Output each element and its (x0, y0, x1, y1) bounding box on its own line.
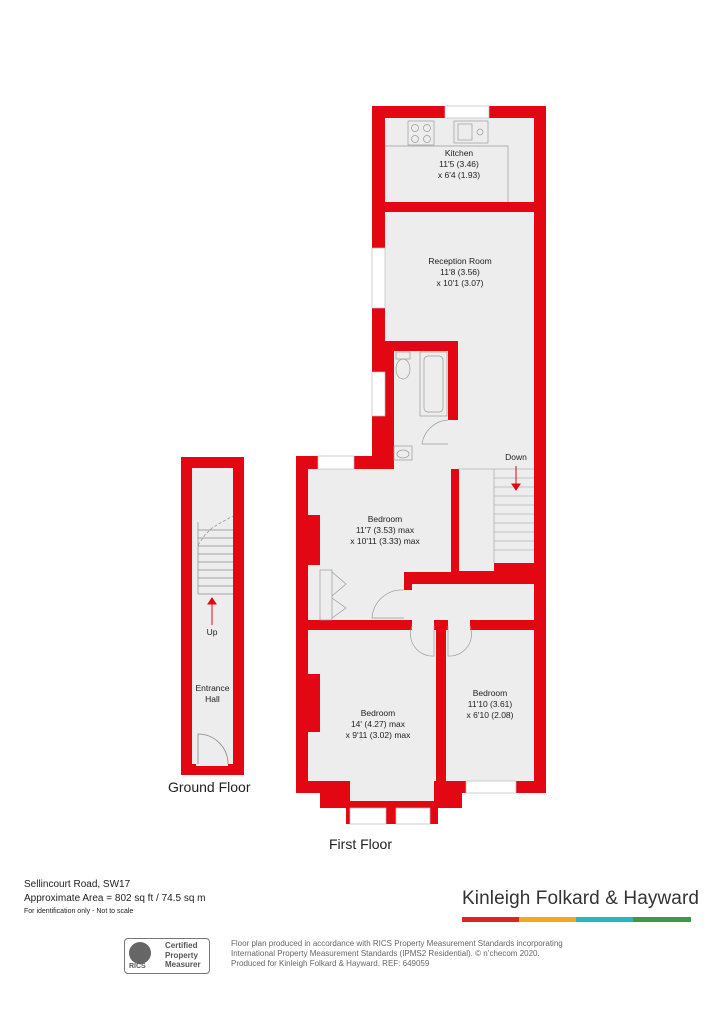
bedroom-3-door-swing (447, 625, 472, 657)
reception-dim1: 11'8 (3.56) (440, 267, 480, 277)
property-address: Sellincourt Road, SW17 (24, 879, 131, 890)
lower-landing-floor (404, 584, 534, 626)
reception-floor (385, 212, 534, 343)
entrance-hall-name2: Hall (205, 694, 220, 704)
kitchen-name: Kitchen (444, 148, 474, 158)
bedroom-2-door-swing (410, 625, 435, 657)
bedroom-2-dim1: 14' (4.27) max (350, 719, 406, 729)
stair-landing-wall (494, 563, 534, 572)
brand-bar-orange (519, 917, 576, 922)
bedroom-1-floor (308, 469, 451, 577)
bedroom-1-dim2: x 10'11 (3.33) max (350, 536, 420, 546)
bathroom-floor (389, 348, 453, 464)
agent-brand-name: Kinleigh Folkard & Hayward (462, 888, 700, 909)
toilet-icon (395, 351, 411, 380)
brand-bar-red (462, 917, 519, 922)
kitchen-wall-right (482, 202, 534, 212)
approximate-area: Approximate Area = 802 sq ft / 74.5 sq m (24, 893, 206, 904)
kitchen-floor (385, 118, 534, 202)
brand-bar-blue (576, 917, 633, 922)
bedroom-1-dim1: 11'7 (3.53) max (355, 525, 415, 535)
bedroom-1-right-wall (451, 469, 459, 581)
bath-icon (419, 351, 448, 417)
bedroom-3-dim1: 11'10 (3.61) (467, 699, 513, 709)
bedroom-3-dim2: x 6'10 (2.08) (466, 710, 514, 720)
reception-name: Reception Room (428, 256, 492, 266)
rics-certified-badge: RICS Certified Property Measurer (124, 938, 210, 974)
bedroom-1-door-swing (371, 589, 405, 619)
rics-cert-text: Certified Property Measurer (165, 941, 201, 969)
bedroom-3-door-opening (448, 620, 470, 630)
bedroom-1-wardrobe-area (308, 577, 404, 625)
bathroom-door-swing (421, 419, 449, 445)
kitchen-worktop (385, 145, 509, 202)
sink-icon (453, 120, 489, 144)
ground-floor-title: Ground Floor (168, 779, 251, 795)
bedroom-2-name: Bedroom (360, 708, 396, 718)
bedroom-3-name: Bedroom (472, 688, 508, 698)
first-floor-plan (296, 105, 546, 825)
entrance-hall-name1: Entrance (195, 683, 230, 693)
reception-label: Reception Room 11'8 (3.56) x 10'1 (3.07) (410, 256, 510, 289)
windows (317, 105, 517, 825)
bedroom-2-dim2: x 9'11 (3.02) max (345, 730, 411, 740)
basin-icon (393, 445, 413, 461)
front-door-swing (197, 733, 229, 765)
chimney-breast-1 (308, 515, 320, 565)
bedroom-1-name: Bedroom (367, 514, 403, 524)
front-door-opening (196, 762, 228, 766)
bedroom-divider-wall (436, 625, 446, 793)
rics-logo-icon (129, 942, 151, 964)
rics-logo-text: RICS (129, 963, 146, 970)
kitchen-wall-left (385, 202, 437, 212)
entrance-hall-label: Entrance Hall (192, 683, 233, 705)
ground-floor-plan (181, 457, 244, 775)
bathroom-door-opening (448, 420, 458, 469)
stairs-up-label: Up (206, 627, 218, 637)
reception-dim2: x 10'1 (3.07) (436, 278, 484, 288)
chimney-breast-2 (308, 674, 320, 732)
bedroom-1-label: Bedroom 11'7 (3.53) max x 10'11 (3.33) m… (335, 514, 435, 547)
bedroom-2-label: Bedroom 14' (4.27) max x 9'11 (3.02) max (328, 708, 428, 741)
bedroom-1-lower-wall (404, 572, 459, 581)
ground-floor-stairs (197, 515, 234, 595)
kitchen-dim2: x 6'4 (1.93) (437, 170, 481, 180)
first-floor-stairs (458, 468, 534, 563)
first-floor-title: First Floor (329, 836, 392, 852)
down-arrow (511, 466, 521, 491)
bedroom-2-door-opening (412, 620, 434, 630)
bedroom-2-floor (308, 630, 436, 781)
kitchen-dim1: 11'5 (3.46) (439, 159, 479, 169)
bedroom-1-door-jamb (404, 572, 412, 590)
measurement-disclaimer: Floor plan produced in accordance with R… (231, 939, 563, 968)
up-arrow (207, 597, 217, 625)
bay-window-floor (350, 781, 434, 801)
bedroom-3-label: Bedroom 11'10 (3.61) x 6'10 (2.08) (450, 688, 530, 721)
kitchen-label: Kitchen 11'5 (3.46) x 6'4 (1.93) (419, 148, 499, 181)
scale-note: For identification only - Not to scale (24, 908, 134, 915)
bedroom-3-floor (446, 630, 534, 781)
hob-icon (407, 120, 435, 146)
wardrobe-doors (319, 569, 347, 621)
brand-bar-green (633, 917, 691, 922)
stairs-down-label: Down (505, 452, 527, 462)
